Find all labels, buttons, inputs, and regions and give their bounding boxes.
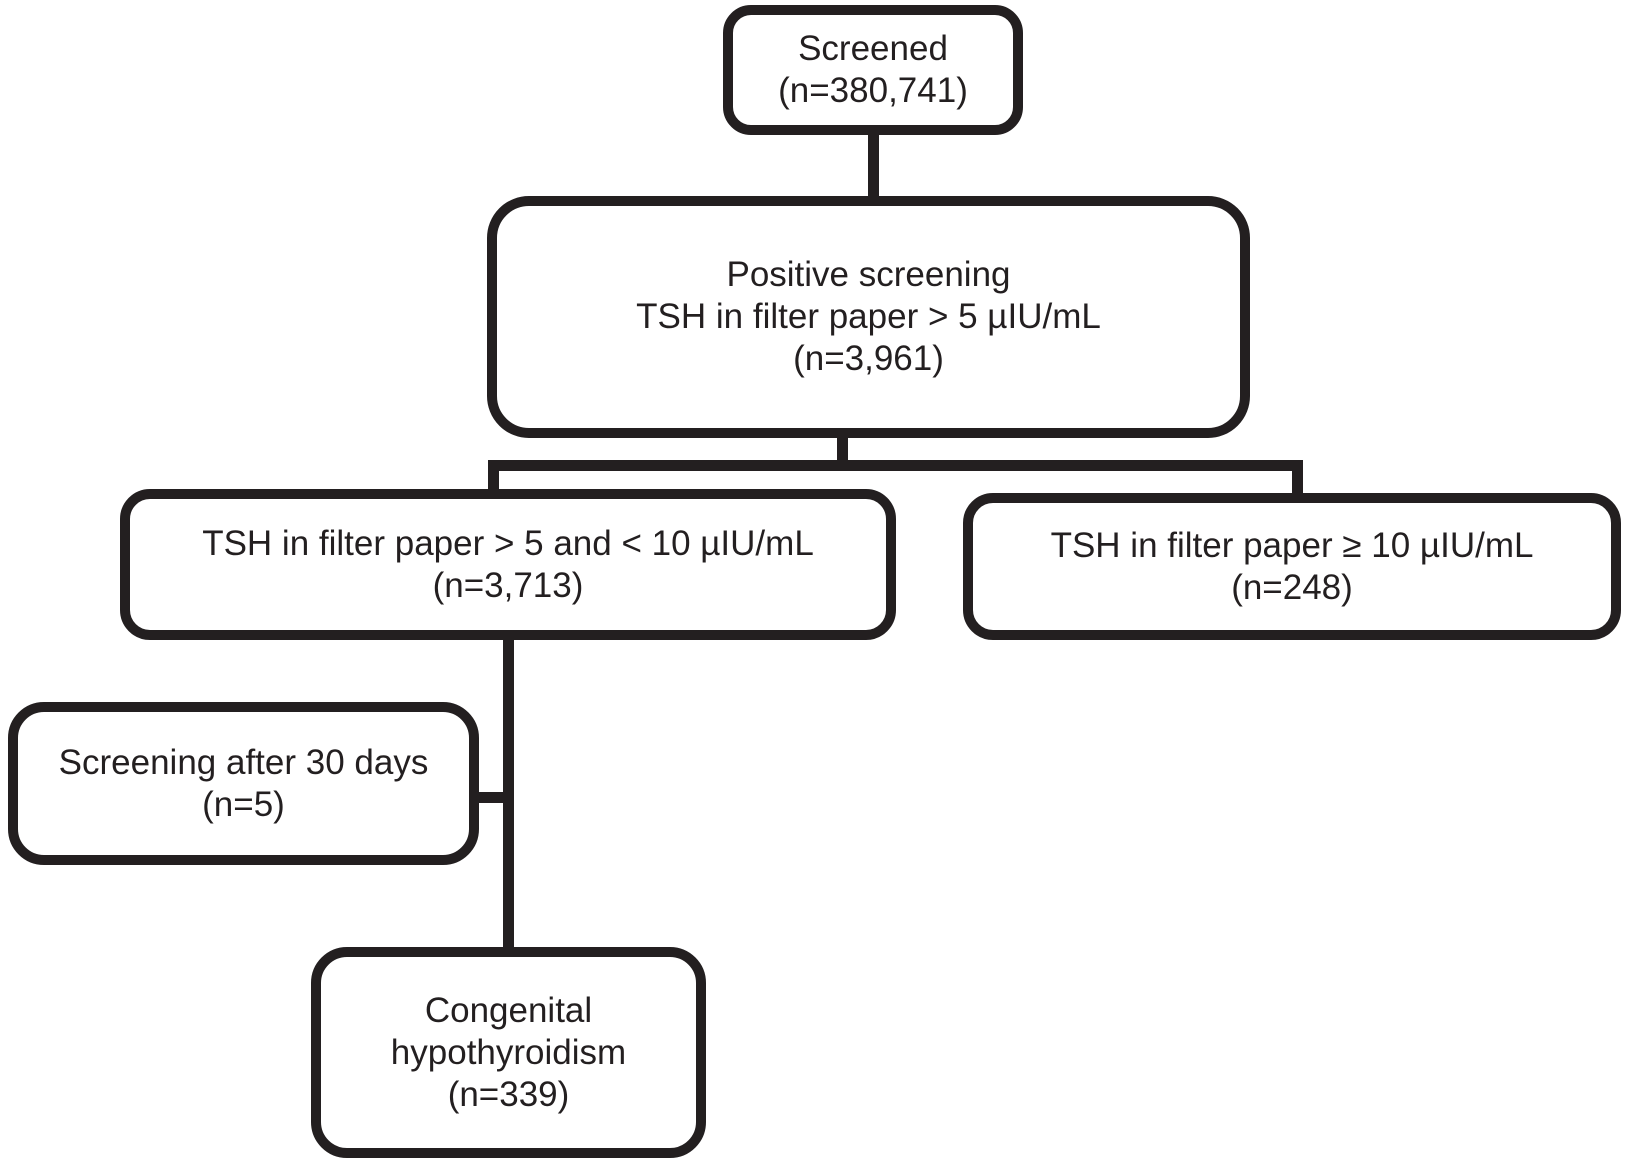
node-positive-label: Positive screening [726,255,1011,294]
node-screened-count: (n=380,741) [778,71,968,110]
node-tsh10plus-label: TSH in filter paper ≥ 10 µIU/mL [1050,525,1534,565]
node-tsh-10-or-more: TSH in filter paper ≥ 10 µIU/mL (n=248) [963,493,1621,640]
connector-split-horizontal [488,460,1303,471]
node-congenital-label-1: Congenital [424,990,593,1030]
node-after30-count: (n=5) [202,784,285,824]
node-congenital-label-2: hypothyroidism [390,1032,627,1072]
connector-screened-to-positive [868,128,879,204]
node-tsh-5-to-10: TSH in filter paper > 5 and < 10 µIU/mL … [120,489,896,640]
node-screening-after-30-days: Screening after 30 days (n=5) [8,702,479,865]
node-tsh10plus-count: (n=248) [1231,567,1353,607]
node-positive-count: (n=3,961) [793,339,944,378]
connector-split-to-tsh10plus [1292,460,1303,502]
node-screened-label: Screened [798,29,948,68]
node-congenital-hypothyroidism: Congenital hypothyroidism (n=339) [311,947,706,1158]
node-tsh5to10-label: TSH in filter paper > 5 and < 10 µIU/mL [202,523,814,563]
connector-positive-drop [837,430,848,471]
connector-after30-to-branch [470,792,514,803]
node-tsh5to10-count: (n=3,713) [432,565,584,605]
node-congenital-count: (n=339) [447,1074,570,1114]
node-positive-screening: Positive screening TSH in filter paper >… [487,196,1250,438]
node-after30-label: Screening after 30 days [58,742,429,782]
connector-split-to-tsh5to10 [488,460,499,498]
node-screened: Screened (n=380,741) [723,5,1023,135]
node-positive-criterion: TSH in filter paper > 5 µIU/mL [636,297,1101,336]
